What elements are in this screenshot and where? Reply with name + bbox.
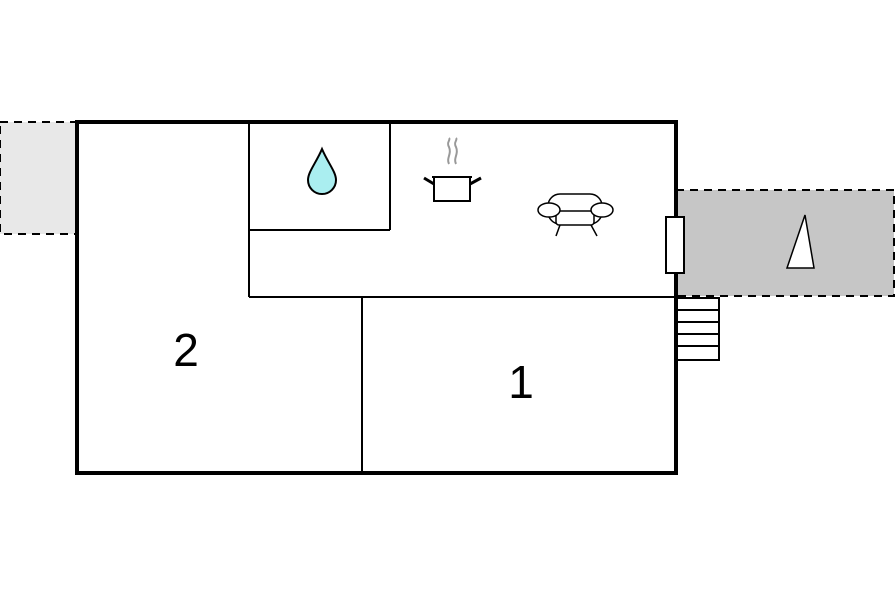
- interior-walls: [248, 122, 676, 473]
- room-label-1: 1: [508, 356, 534, 408]
- covered-terrace-right: [675, 189, 895, 297]
- cooking-pot-icon: [423, 137, 482, 202]
- terrace-door: [665, 216, 685, 274]
- open-terrace-left: [0, 121, 77, 235]
- room-label-2: 2: [173, 324, 199, 376]
- water-drop-icon: [306, 146, 338, 195]
- stairs-icon: [676, 297, 720, 361]
- parasol-icon: [785, 214, 815, 269]
- sofa-icon: [537, 193, 614, 237]
